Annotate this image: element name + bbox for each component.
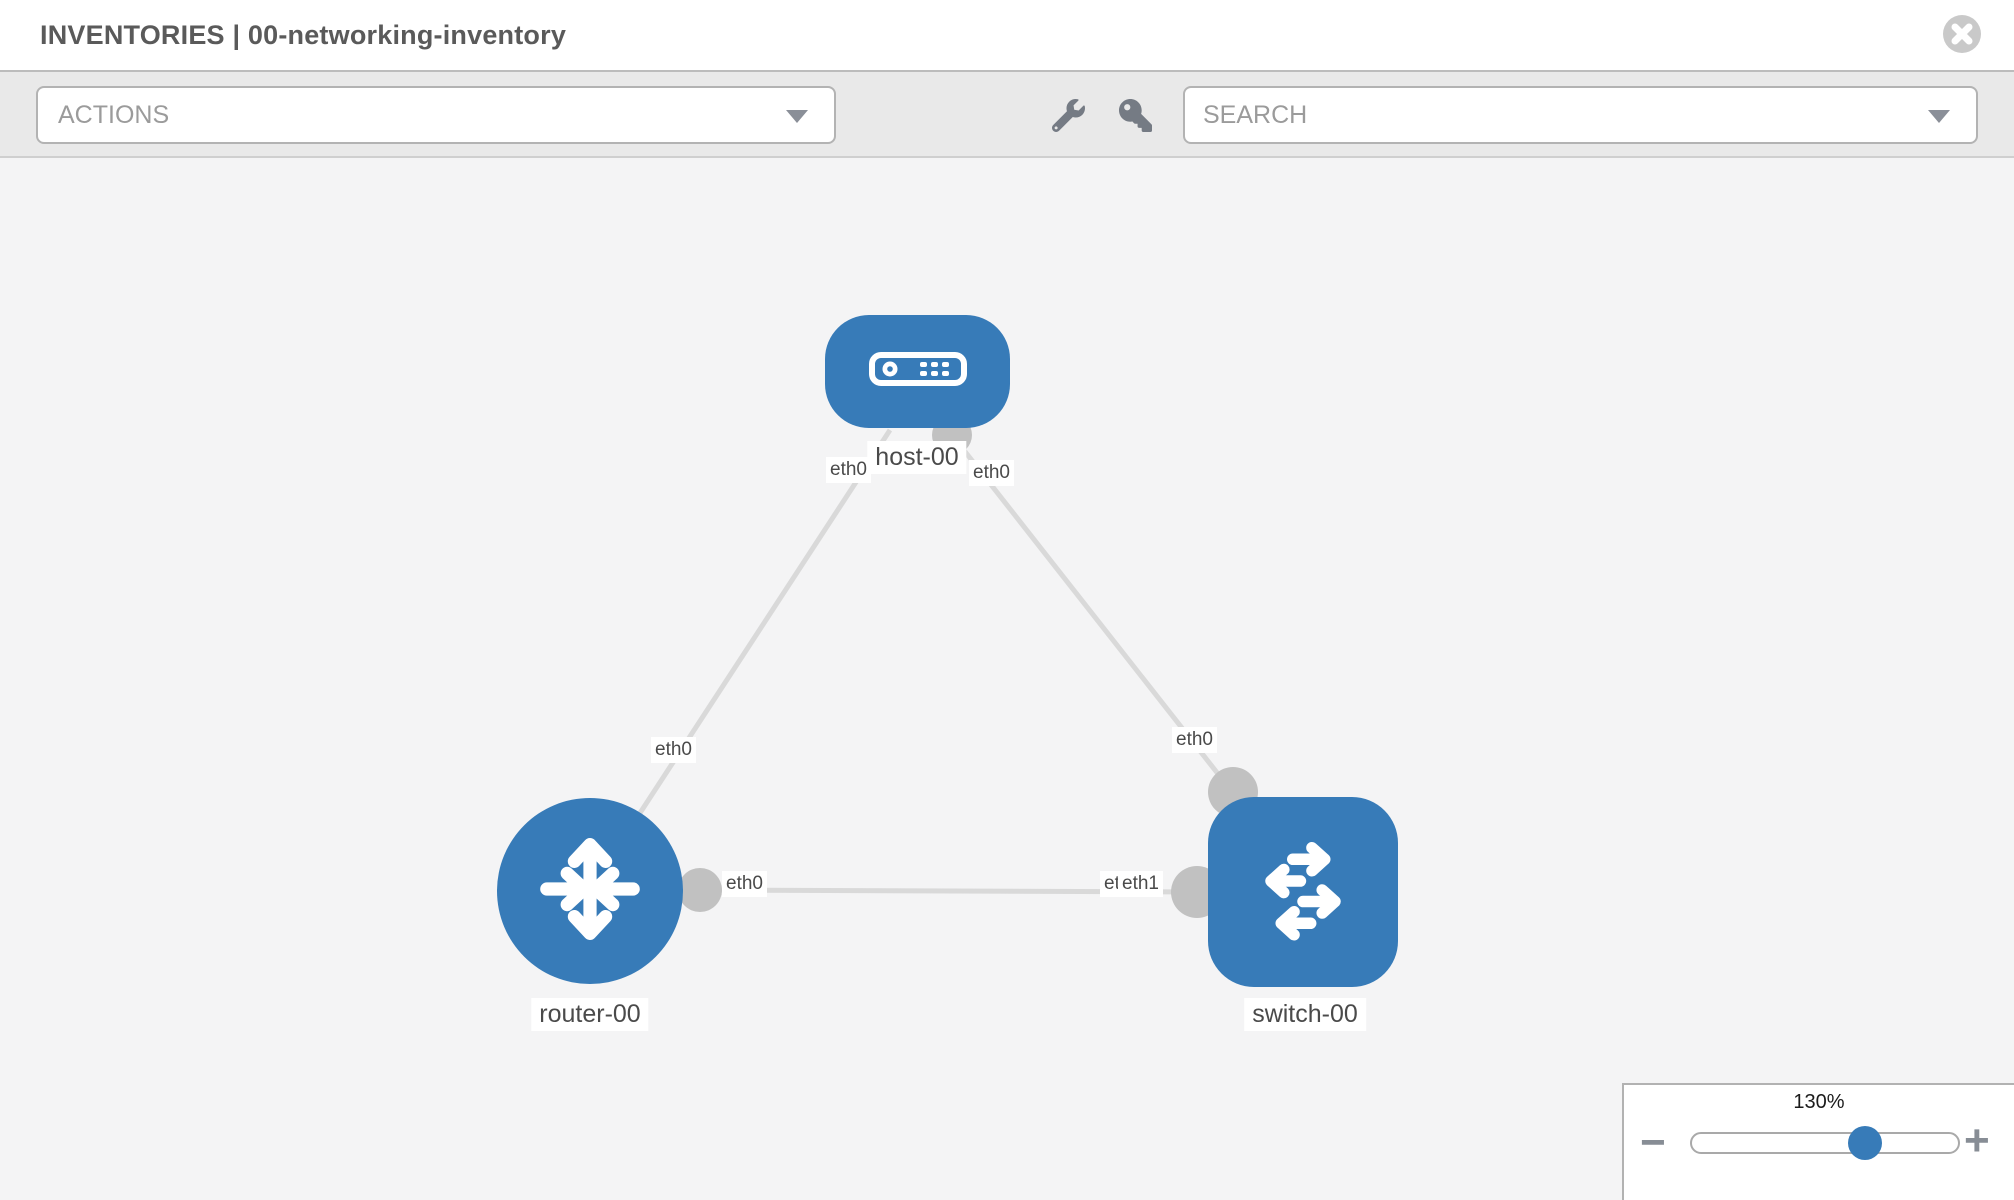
interface-label-router-eth0-uplink: eth0 — [651, 737, 696, 763]
zoom-in-button[interactable]: + — [1964, 1116, 1990, 1165]
zoom-panel: 130% − + — [1622, 1083, 2014, 1200]
host-icon — [868, 348, 968, 395]
search-input[interactable] — [1203, 100, 1903, 130]
page-title: INVENTORIES | 00-networking-inventory — [40, 19, 567, 50]
router-icon — [530, 829, 650, 954]
interface-label-router-eth0: eth0 — [722, 871, 767, 897]
credentials-button[interactable] — [1117, 99, 1153, 135]
switch-icon — [1239, 826, 1367, 959]
zoom-out-button[interactable]: − — [1640, 1118, 1666, 1167]
zoom-value: 130% — [1793, 1091, 1845, 1113]
search-box — [1183, 86, 1978, 144]
node-host-00[interactable] — [825, 315, 1010, 428]
configure-button[interactable] — [1050, 99, 1086, 135]
close-icon — [1941, 15, 1983, 58]
actions-dropdown[interactable]: ACTIONS — [36, 86, 836, 144]
header: INVENTORIES | 00-networking-inventory — [0, 0, 2014, 70]
interface-label-host-eth0-b: eth0 — [969, 460, 1014, 486]
chevron-down-icon — [786, 110, 808, 123]
node-switch-00[interactable] — [1208, 797, 1398, 987]
node-router-00[interactable] — [497, 798, 683, 984]
zoom-slider-thumb[interactable] — [1848, 1126, 1882, 1160]
interface-label-host-eth0-a: eth0 — [826, 457, 871, 483]
node-label-router-00[interactable]: router-00 — [531, 998, 649, 1031]
wrench-icon — [1051, 99, 1085, 135]
links-layer — [637, 415, 1258, 918]
actions-dropdown-label: ACTIONS — [58, 100, 170, 129]
zoom-slider-track[interactable] — [1690, 1132, 1960, 1154]
port-router-eth0 — [678, 868, 722, 912]
node-label-host-00[interactable]: host-00 — [867, 441, 967, 474]
close-button[interactable] — [1941, 13, 1983, 55]
key-icon — [1118, 99, 1152, 135]
interface-label-switch-eth0: eth0 — [1172, 727, 1217, 753]
node-label-switch-00[interactable]: switch-00 — [1244, 998, 1366, 1031]
interface-label-switch-eth1: eth1 — [1118, 871, 1163, 897]
topology-canvas[interactable]: eth0 eth0 eth0 eth0 eth0 eth0 eth1 host-… — [0, 158, 2014, 1200]
toolbar: ACTIONS — [0, 70, 2014, 158]
chevron-down-icon[interactable] — [1928, 110, 1950, 123]
